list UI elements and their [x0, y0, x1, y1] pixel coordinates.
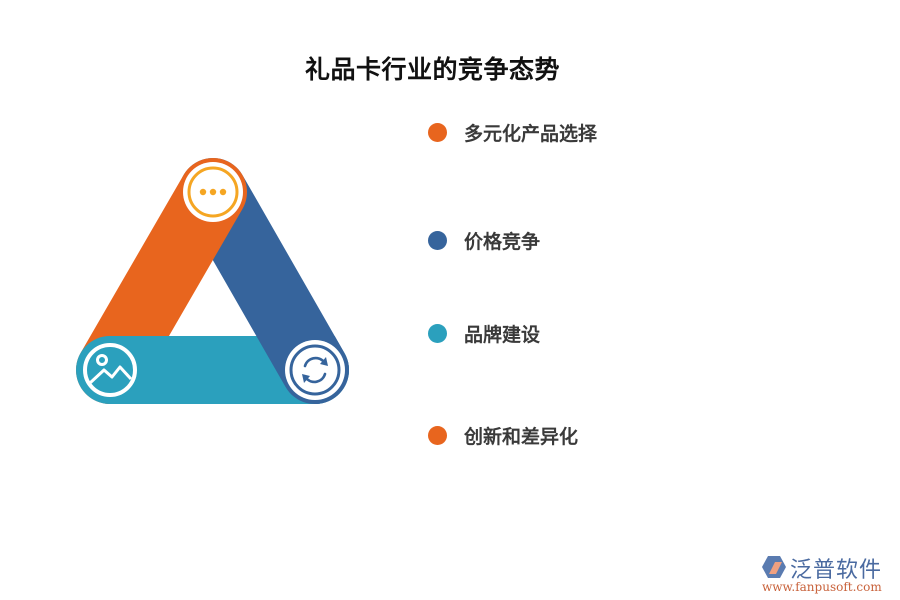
legend-label: 价格竞争: [464, 231, 541, 253]
more-dots-icon: [199, 188, 227, 196]
legend-item-brand-building: 品牌建设: [428, 320, 540, 347]
image-landscape-icon: [88, 354, 133, 385]
refresh-cycle-icon: [302, 356, 328, 384]
legend-dot-icon: [428, 123, 447, 142]
legend-label: 多元化产品选择: [464, 123, 598, 145]
legend-label: 品牌建设: [464, 324, 541, 346]
legend-dot-icon: [428, 426, 447, 445]
node-bottom-left: [80, 340, 140, 400]
node-bottom-right: [285, 340, 345, 400]
legend-item-diverse-products: 多元化产品选择: [428, 119, 597, 146]
page-title: 礼品卡行业的竞争态势: [304, 55, 560, 84]
legend-item-innovation: 创新和差异化: [428, 422, 578, 449]
legend-label: 创新和差异化: [464, 426, 579, 448]
legend-dot-icon: [428, 324, 447, 343]
legend-dot-icon: [428, 231, 447, 250]
node-top: [183, 162, 243, 222]
watermark-name: 泛普软件: [790, 558, 883, 583]
watermark-logo: 泛普软件 www.fanpusoft.com: [760, 552, 890, 598]
watermark-url: www.fanpusoft.com: [762, 580, 882, 594]
legend: 多元化产品选择 价格竞争 品牌建设 创新和差异化: [428, 0, 728, 600]
brand-logo-icon: [762, 556, 786, 578]
band-price-competition-overlap: [256, 336, 349, 404]
legend-item-price-competition: 价格竞争: [428, 227, 540, 254]
